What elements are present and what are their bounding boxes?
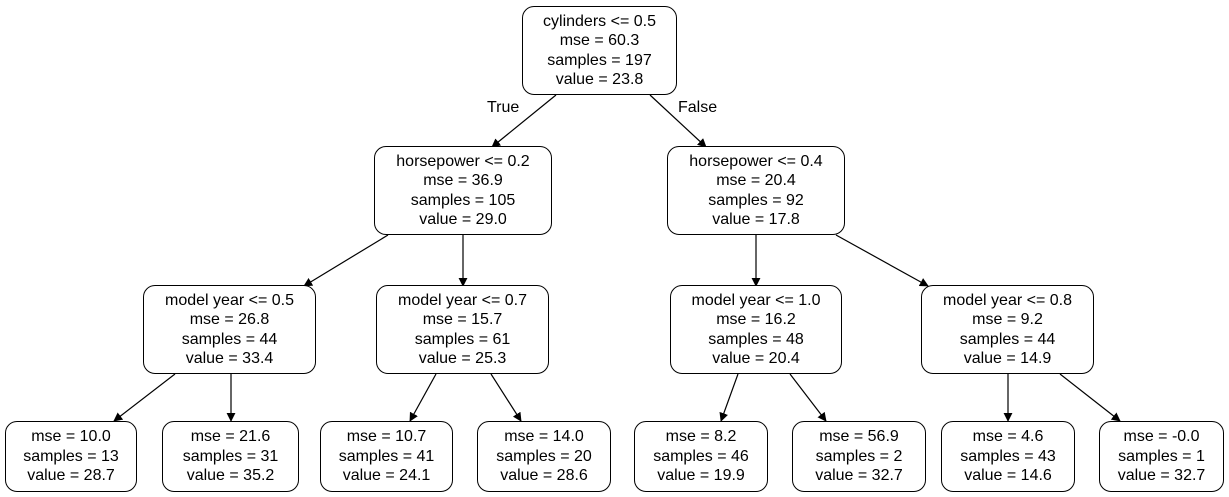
node-samples: samples = 2 (815, 447, 903, 465)
node-value: value = 33.4 (185, 350, 274, 367)
node-mse: mse = 8.2 (665, 428, 737, 446)
node-samples: samples = 61 (414, 330, 511, 348)
tree-leaf-11: mse = 8.2 samples = 46 value = 19.9 (634, 421, 768, 492)
node-split-label: horsepower <= 0.2 (396, 152, 530, 170)
node-samples: samples = 46 (653, 447, 749, 465)
node-mse: mse = 10.7 (346, 428, 427, 446)
tree-node-2: horsepower <= 0.4 mse = 20.4 samples = 9… (667, 146, 845, 235)
node-mse: mse = 16.2 (716, 311, 796, 328)
node-mse: mse = 9.2 (972, 311, 1043, 328)
node-samples: samples = 41 (338, 447, 435, 465)
node-mse: mse = -0.0 (1123, 428, 1200, 446)
node-mse: mse = 14.0 (504, 428, 584, 446)
node-split-label: model year <= 0.7 (398, 291, 527, 309)
tree-node-6: model year <= 0.8 mse = 9.2 samples = 44… (921, 285, 1094, 374)
node-samples: samples = 13 (23, 447, 119, 465)
node-samples: samples = 48 (708, 330, 804, 348)
node-mse: mse = 60.3 (559, 32, 640, 49)
tree-leaf-12: mse = 56.9 samples = 2 value = 32.7 (792, 421, 926, 492)
node-mse: mse = 26.8 (189, 311, 270, 328)
node-split-label: model year <= 1.0 (691, 291, 821, 309)
edge-n0-n2 (649, 94, 707, 148)
edge-n4-n10 (490, 373, 522, 422)
edge-n0-n1 (491, 94, 557, 148)
edge-n3-n7 (113, 373, 176, 422)
node-value: value = 28.7 (27, 467, 115, 485)
edge-n5-n11 (719, 373, 739, 422)
node-value: value = 17.8 (712, 211, 800, 228)
node-value: value = 23.8 (555, 71, 644, 88)
edge-n6-n14 (1059, 373, 1121, 422)
tree-node-3: model year <= 0.5 mse = 26.8 samples = 4… (143, 285, 316, 374)
node-value: value = 25.3 (418, 350, 507, 367)
node-value: value = 29.0 (419, 211, 507, 228)
node-value: value = 32.7 (815, 467, 903, 485)
edge-n1-n3 (303, 234, 389, 287)
tree-node-1: horsepower <= 0.2 mse = 36.9 samples = 1… (374, 146, 552, 235)
node-samples: samples = 44 (959, 330, 1056, 348)
node-samples: samples = 1 (1118, 447, 1205, 465)
node-samples: samples = 31 (182, 447, 279, 465)
node-value: value = 14.9 (963, 350, 1052, 367)
node-value: value = 20.4 (712, 350, 800, 367)
node-samples: samples = 92 (708, 191, 804, 209)
node-value: value = 32.7 (1117, 467, 1206, 485)
node-samples: samples = 20 (496, 447, 592, 465)
node-mse: mse = 10.0 (31, 428, 111, 446)
node-value: value = 28.6 (500, 467, 588, 485)
tree-node-5: model year <= 1.0 mse = 16.2 samples = 4… (670, 285, 842, 374)
node-mse: mse = 20.4 (716, 172, 796, 189)
node-value: value = 35.2 (186, 467, 275, 485)
tree-node-4: model year <= 0.7 mse = 15.7 samples = 6… (376, 285, 549, 374)
tree-leaf-14: mse = -0.0 samples = 1 value = 32.7 (1099, 421, 1224, 492)
tree-leaf-10: mse = 14.0 samples = 20 value = 28.6 (477, 421, 611, 492)
edge-n4-n9 (409, 373, 437, 422)
node-mse: mse = 36.9 (423, 172, 503, 189)
edge-label-true: True (487, 99, 520, 116)
node-split-label: model year <= 0.8 (943, 291, 1072, 309)
tree-leaf-9: mse = 10.7 samples = 41 value = 24.1 (320, 421, 453, 492)
node-samples: samples = 197 (547, 51, 652, 69)
node-split-label: model year <= 0.5 (165, 291, 294, 309)
edge-label-false: False (678, 99, 718, 116)
node-value: value = 19.9 (657, 467, 745, 485)
node-value: value = 14.6 (964, 467, 1052, 485)
node-split-label: horsepower <= 0.4 (689, 152, 823, 170)
edge-n2-n6 (835, 234, 929, 287)
node-mse: mse = 21.6 (190, 428, 271, 446)
node-samples: samples = 44 (181, 330, 278, 348)
node-split-label: cylinders <= 0.5 (543, 12, 656, 30)
node-mse: mse = 56.9 (819, 428, 899, 446)
node-value: value = 24.1 (342, 467, 431, 485)
node-mse: mse = 4.6 (972, 428, 1044, 446)
node-samples: samples = 105 (410, 191, 516, 209)
node-mse: mse = 15.7 (422, 311, 503, 328)
tree-leaf-7: mse = 10.0 samples = 13 value = 28.7 (5, 421, 137, 492)
edge-n5-n12 (789, 373, 827, 422)
tree-node-root: cylinders <= 0.5 mse = 60.3 samples = 19… (522, 6, 677, 95)
node-samples: samples = 43 (960, 447, 1056, 465)
tree-leaf-13: mse = 4.6 samples = 43 value = 14.6 (941, 421, 1075, 492)
tree-leaf-8: mse = 21.6 samples = 31 value = 35.2 (162, 421, 299, 492)
